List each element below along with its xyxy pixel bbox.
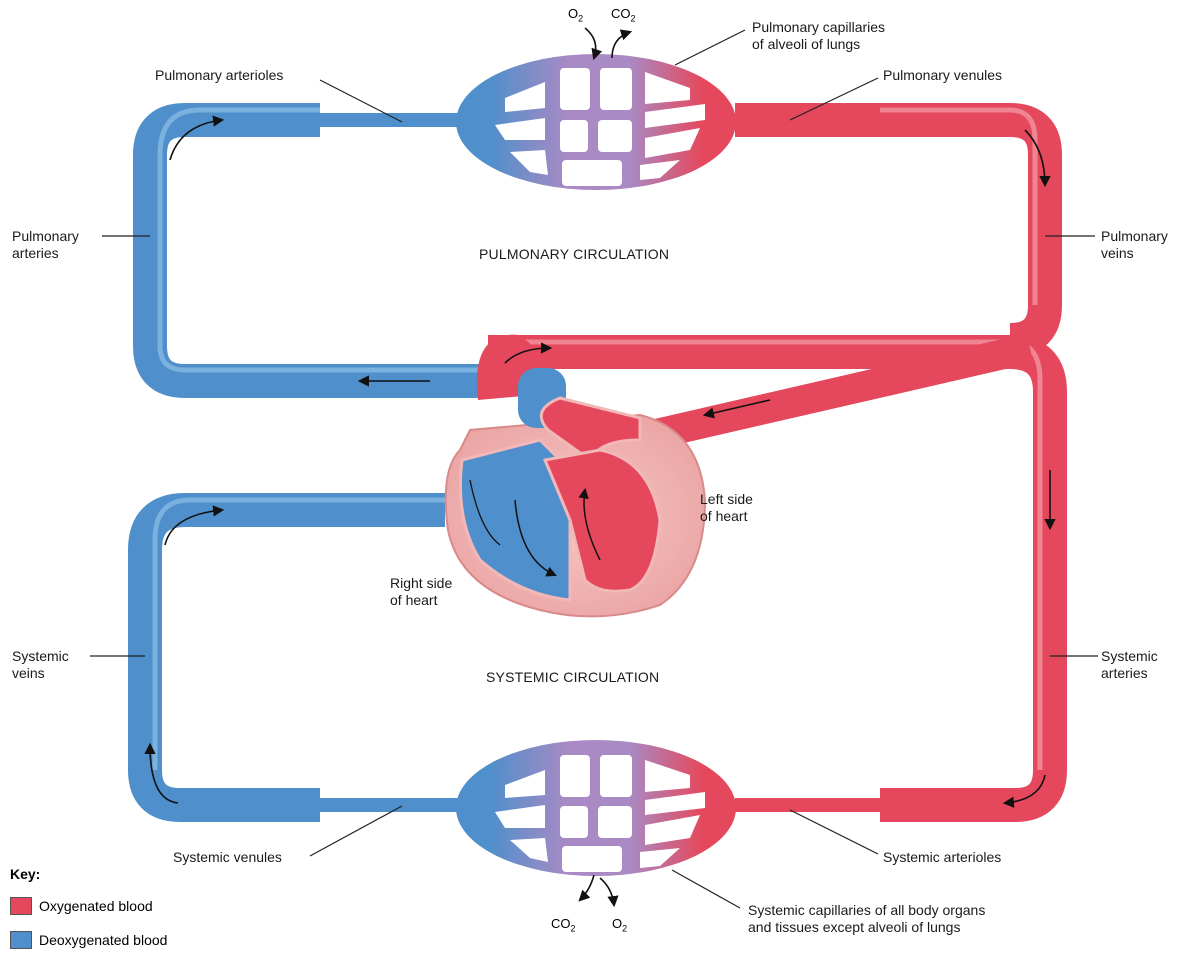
- key-item-oxygenated: Oxygenated blood: [10, 896, 153, 916]
- key-label-deoxygenated: Deoxygenated blood: [39, 932, 167, 948]
- key-label-oxygenated: Oxygenated blood: [39, 898, 153, 914]
- systemic-arteries-label: Systemic arteries: [1101, 648, 1158, 682]
- systemic-veins-line1: Systemic: [12, 648, 69, 665]
- key-item-deoxygenated: Deoxygenated blood: [10, 930, 167, 950]
- systemic-capillary-bed: [456, 740, 736, 876]
- pulmonary-o2-label: O2: [568, 6, 583, 24]
- systemic-co2-text: CO: [551, 916, 571, 931]
- oxygenated-swatch: [10, 897, 32, 915]
- systemic-o2-subscript: 2: [622, 924, 627, 934]
- pulmonary-capillaries-line2: of alveoli of lungs: [752, 36, 885, 53]
- deoxygenated-swatch: [10, 931, 32, 949]
- left-heart-line2: of heart: [700, 508, 753, 525]
- pulmonary-capillaries-line1: Pulmonary capillaries: [752, 19, 885, 36]
- pulmonary-o2-text: O: [568, 6, 578, 21]
- pulmonary-co2-text: CO: [611, 6, 631, 21]
- systemic-arteries-line2: arteries: [1101, 665, 1158, 682]
- systemic-arteries-line1: Systemic: [1101, 648, 1158, 665]
- systemic-veins-label: Systemic veins: [12, 648, 69, 682]
- systemic-co2-label: CO2: [551, 916, 576, 934]
- pulmonary-veins-line1: Pulmonary: [1101, 228, 1168, 245]
- pulmonary-co2-label: CO2: [611, 6, 636, 24]
- pulmonary-arteries-label: Pulmonary arteries: [12, 228, 79, 262]
- left-heart-label: Left side of heart: [700, 491, 753, 525]
- systemic-circulation-title: SYSTEMIC CIRCULATION: [486, 669, 659, 685]
- right-heart-label: Right side of heart: [390, 575, 452, 609]
- systemic-capillaries-label: Systemic capillaries of all body organs …: [748, 902, 985, 936]
- pulmonary-circulation-title: PULMONARY CIRCULATION: [479, 246, 669, 262]
- systemic-capillaries-line1: Systemic capillaries of all body organs: [748, 902, 985, 919]
- systemic-veins-line2: veins: [12, 665, 69, 682]
- heart: [446, 335, 705, 617]
- left-heart-line1: Left side: [700, 491, 753, 508]
- systemic-capillaries-line2: and tissues except alveoli of lungs: [748, 919, 985, 936]
- pulmonary-arteries-line2: arteries: [12, 245, 79, 262]
- right-heart-line1: Right side: [390, 575, 452, 592]
- key-title: Key:: [10, 866, 40, 882]
- pulmonary-arteries: [150, 110, 488, 381]
- pulmonary-capillary-bed: [456, 54, 736, 190]
- pulmonary-arterioles-label: Pulmonary arterioles: [155, 67, 283, 84]
- pulmonary-o2-subscript: 2: [578, 14, 583, 24]
- systemic-o2-label: O2: [612, 916, 627, 934]
- systemic-venules-label: Systemic venules: [173, 849, 282, 866]
- systemic-arterioles-label: Systemic arterioles: [883, 849, 1001, 866]
- systemic-veins: [145, 500, 460, 805]
- pulmonary-veins: [735, 110, 1045, 340]
- right-heart-line2: of heart: [390, 592, 452, 609]
- pulmonary-veins-label: Pulmonary veins: [1101, 228, 1168, 262]
- pulmonary-arteries-line1: Pulmonary: [12, 228, 79, 245]
- pulmonary-venules-label: Pulmonary venules: [883, 67, 1002, 84]
- pulmonary-co2-subscript: 2: [631, 14, 636, 24]
- pulmonary-veins-line2: veins: [1101, 245, 1168, 262]
- pulmonary-capillaries-label: Pulmonary capillaries of alveoli of lung…: [752, 19, 885, 53]
- systemic-co2-subscript: 2: [571, 924, 576, 934]
- systemic-o2-text: O: [612, 916, 622, 931]
